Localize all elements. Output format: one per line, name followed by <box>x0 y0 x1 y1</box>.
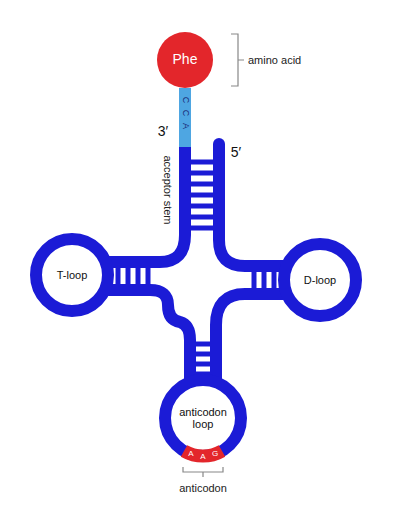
bracket <box>231 34 244 86</box>
amino-acid-circle: Phe <box>157 32 213 88</box>
base-letter: A <box>200 453 205 461</box>
end-label: 3′ <box>158 124 168 138</box>
base-letter: C <box>181 97 190 104</box>
node-text: D-loop <box>304 274 336 286</box>
five-prime-end <box>213 144 225 152</box>
node-text: T-loop <box>57 269 88 281</box>
backbone-strand <box>104 146 288 386</box>
base-letter: A <box>181 123 190 129</box>
t-loop: T-loop <box>30 233 114 317</box>
part-label: acceptor stem <box>162 155 173 224</box>
node-text: anticodon loop <box>174 406 232 430</box>
base-letter: A <box>188 450 193 458</box>
node-text: Phe <box>173 52 198 67</box>
d-loop: D-loop <box>278 238 362 322</box>
bracket <box>183 467 223 477</box>
base-letter: G <box>212 450 218 458</box>
anticodon-loop: anticodon loop <box>159 374 247 462</box>
part-label: anticodon <box>179 483 227 494</box>
cca-tail <box>179 88 191 147</box>
part-label: amino acid <box>248 55 301 66</box>
base-letter: C <box>181 110 190 117</box>
end-label: 5′ <box>231 145 241 159</box>
